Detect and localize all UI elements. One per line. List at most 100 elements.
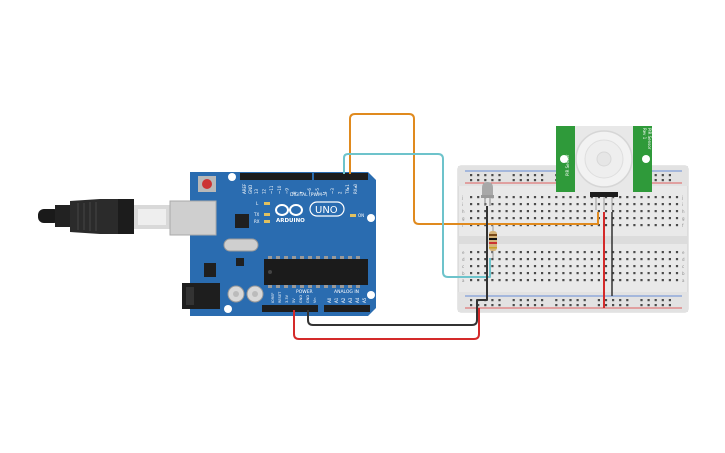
breadboard-hole[interactable] [583,210,586,213]
breadboard-hole[interactable] [533,174,537,177]
breadboard-hole[interactable] [590,210,593,213]
breadboard-hole[interactable] [555,203,558,206]
breadboard-hole[interactable] [470,258,473,261]
breadboard-hole[interactable] [533,299,537,302]
breadboard-hole[interactable] [668,196,671,199]
breadboard-hole[interactable] [484,265,487,268]
breadboard-hole[interactable] [597,279,600,282]
breadboard-hole[interactable] [533,272,537,275]
breadboard-hole[interactable] [597,196,600,199]
breadboard-hole[interactable] [491,174,494,177]
breadboard-hole[interactable] [675,210,679,213]
breadboard-hole[interactable] [477,196,480,199]
breadboard-hole[interactable] [675,217,679,220]
breadboard-hole[interactable] [548,203,551,206]
breadboard-hole[interactable] [477,304,480,307]
breadboard-hole[interactable] [477,258,480,261]
breadboard-hole[interactable] [569,251,572,254]
breadboard-hole[interactable] [576,210,579,213]
breadboard-hole[interactable] [498,258,501,261]
breadboard-hole[interactable] [477,251,480,254]
breadboard-hole[interactable] [562,224,565,227]
breadboard-hole[interactable] [470,272,473,275]
breadboard-hole[interactable] [470,217,473,220]
breadboard-hole[interactable] [590,217,593,220]
breadboard-hole[interactable] [569,279,572,282]
breadboard-hole[interactable] [541,304,544,307]
breadboard-hole[interactable] [612,196,615,199]
breadboard-hole[interactable] [604,265,608,268]
breadboard-hole[interactable] [498,224,501,227]
breadboard-hole[interactable] [640,210,643,213]
breadboard-hole[interactable] [541,224,544,227]
orange-wire[interactable] [349,113,599,225]
breadboard-hole[interactable] [612,251,615,254]
breadboard-hole[interactable] [576,272,579,275]
breadboard-hole[interactable] [661,304,664,307]
red-wire[interactable] [293,308,480,340]
breadboard-hole[interactable] [654,265,657,268]
breadboard-hole[interactable] [484,174,487,177]
breadboard-hole[interactable] [541,196,544,199]
breadboard-hole[interactable] [477,279,480,282]
breadboard-hole[interactable] [484,251,487,254]
breadboard-hole[interactable] [491,179,494,182]
breadboard-hole[interactable] [569,265,572,268]
breadboard-hole[interactable] [590,258,593,261]
breadboard-hole[interactable] [519,272,522,275]
breadboard-hole[interactable] [675,203,679,206]
breadboard-hole[interactable] [668,265,671,268]
breadboard-hole[interactable] [555,196,558,199]
breadboard-hole[interactable] [477,217,480,220]
breadboard-hole[interactable] [668,304,671,307]
breadboard-hole[interactable] [533,217,537,220]
breadboard-hole[interactable] [604,272,608,275]
breadboard-hole[interactable] [562,196,565,199]
breadboard-hole[interactable] [612,217,615,220]
breadboard-hole[interactable] [647,299,650,302]
breadboard-hole[interactable] [533,279,537,282]
breadboard-hole[interactable] [668,272,671,275]
breadboard-hole[interactable] [626,304,629,307]
breadboard-hole[interactable] [555,272,558,275]
breadboard-hole[interactable] [626,272,629,275]
breadboard-hole[interactable] [541,272,544,275]
breadboard-hole[interactable] [505,265,508,268]
breadboard-hole[interactable] [498,251,501,254]
breadboard-hole[interactable] [533,179,537,182]
breadboard-hole[interactable] [470,203,473,206]
breadboard-hole[interactable] [555,279,558,282]
breadboard-hole[interactable] [640,203,643,206]
breadboard-hole[interactable] [470,179,473,182]
breadboard-hole[interactable] [512,179,515,182]
breadboard-hole[interactable] [647,265,650,268]
breadboard-hole[interactable] [562,265,565,268]
breadboard-hole[interactable] [626,251,629,254]
breadboard-hole[interactable] [661,265,664,268]
breadboard-hole[interactable] [612,224,615,227]
breadboard-hole[interactable] [576,304,579,307]
breadboard-hole[interactable] [668,299,671,302]
breadboard-hole[interactable] [590,279,593,282]
breadboard-hole[interactable] [526,203,529,206]
breadboard-hole[interactable] [654,304,657,307]
breadboard-hole[interactable] [661,203,664,206]
breadboard-hole[interactable] [562,203,565,206]
breadboard-hole[interactable] [519,174,522,177]
breadboard-hole[interactable] [526,196,529,199]
breadboard-hole[interactable] [512,196,515,199]
breadboard-hole[interactable] [541,174,544,177]
breadboard-hole[interactable] [555,265,558,268]
breadboard-hole[interactable] [633,251,636,254]
breadboard-hole[interactable] [633,196,636,199]
breadboard-hole[interactable] [626,279,629,282]
breadboard-hole[interactable] [548,251,551,254]
breadboard-hole[interactable] [498,279,501,282]
breadboard-hole[interactable] [512,265,515,268]
breadboard-hole[interactable] [583,203,586,206]
breadboard-hole[interactable] [661,272,664,275]
breadboard-hole[interactable] [519,265,522,268]
breadboard-hole[interactable] [533,265,537,268]
breadboard-hole[interactable] [604,210,608,213]
breadboard-hole[interactable] [512,272,515,275]
